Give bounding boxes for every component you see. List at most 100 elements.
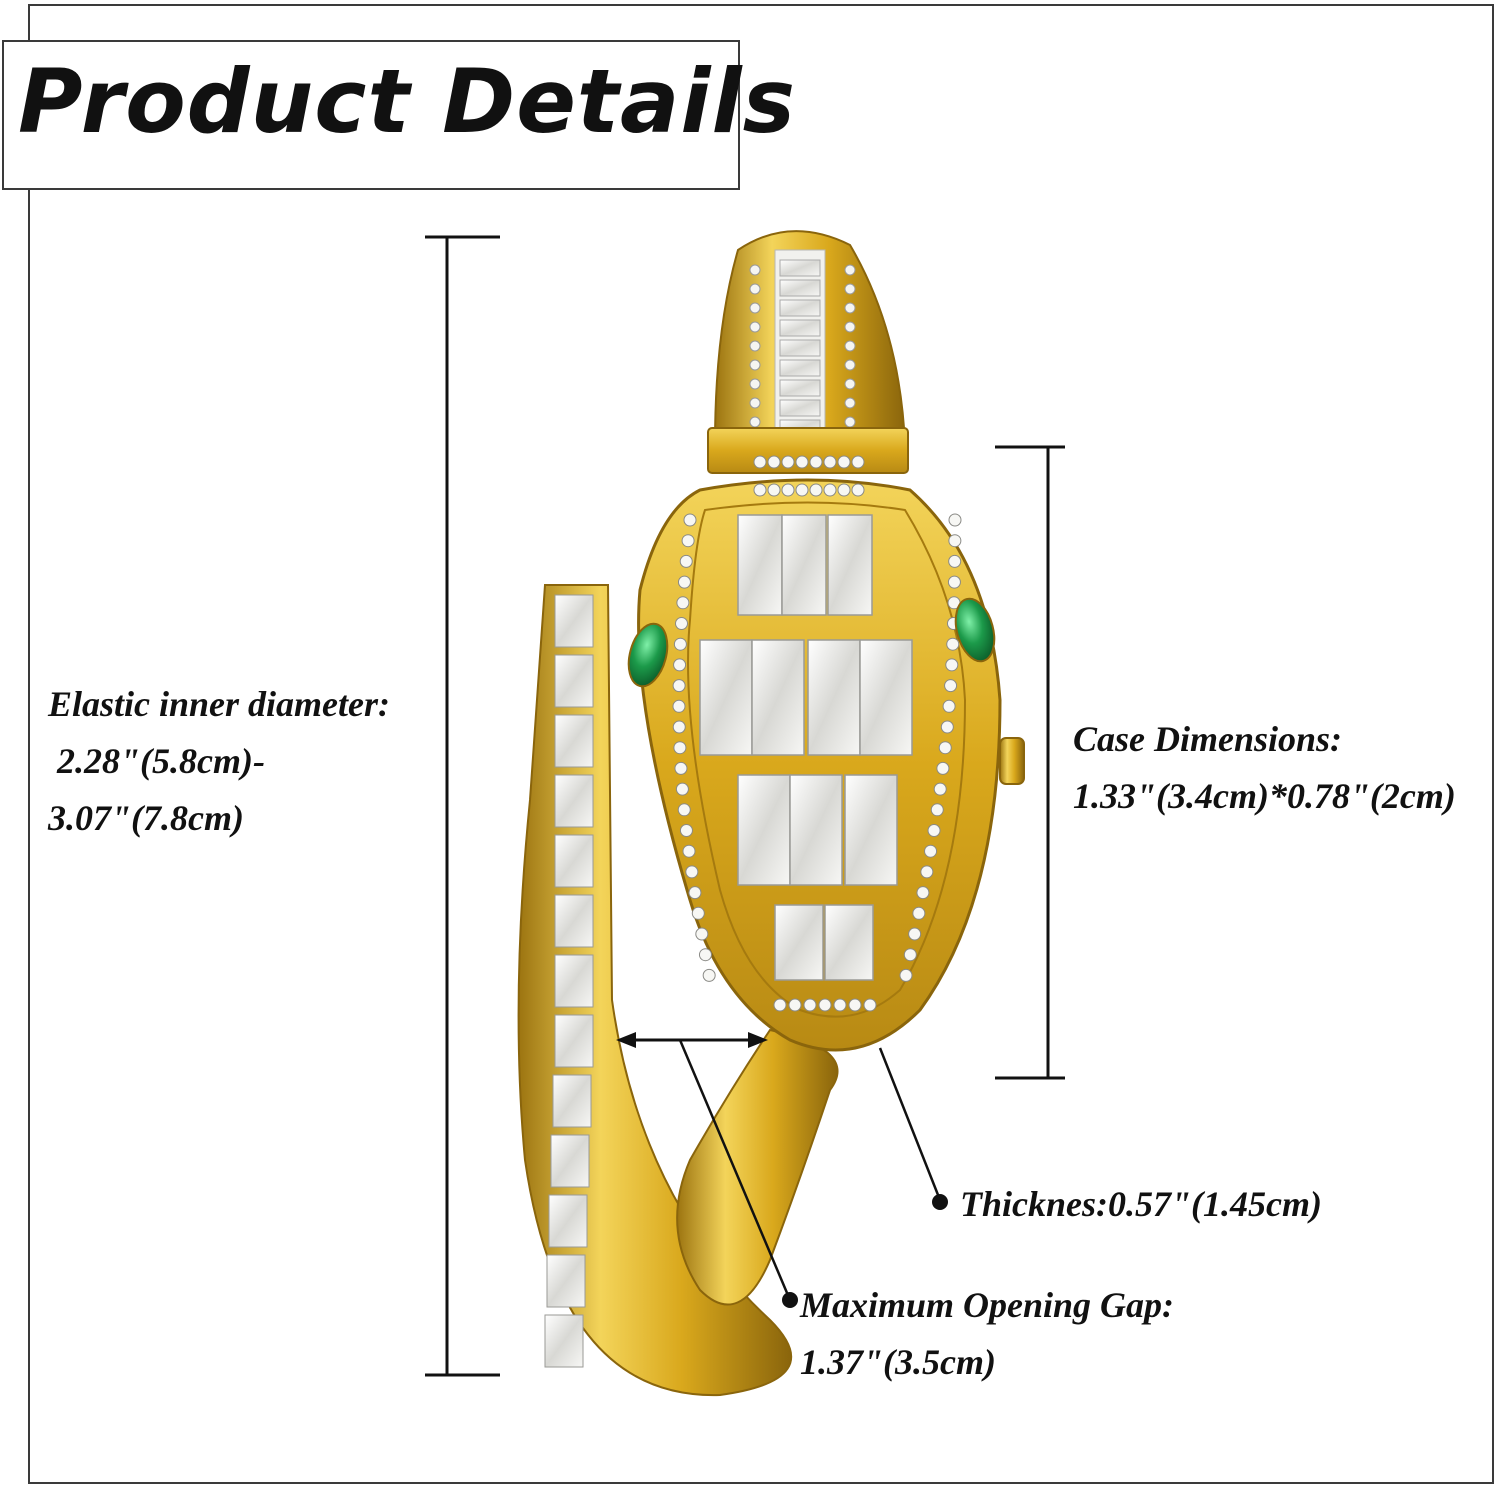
pave-crystal (672, 699, 686, 713)
snake-head (627, 455, 1025, 1052)
neck-pave (749, 378, 761, 390)
pave-crystal (674, 761, 688, 775)
neck-pave (844, 302, 856, 314)
diameter-label-line2: 2.28"(5.8cm)- (48, 741, 265, 781)
pave-crystal (691, 906, 705, 920)
pave-crystal (767, 455, 781, 469)
pave-crystal (818, 998, 832, 1012)
bangle-upper-band (707, 230, 909, 474)
pave-crystal (673, 637, 687, 651)
tail-stone (554, 594, 594, 648)
pave-crystal (795, 455, 809, 469)
pave-crystal (677, 575, 691, 589)
head-stone (859, 639, 913, 756)
thickness-label: Thicknes:0.57"(1.45cm) (960, 1184, 1322, 1224)
neck-pave (844, 397, 856, 409)
tail-stone (554, 834, 594, 888)
pave-crystal (672, 679, 686, 693)
neck-stone (779, 299, 821, 317)
neck-stone (779, 279, 821, 297)
pave-crystal (920, 865, 934, 879)
pave-crystal (803, 998, 817, 1012)
head-stone (789, 774, 843, 886)
pave-crystal (948, 513, 962, 527)
tail-stone (550, 1134, 590, 1188)
pave-crystal (753, 483, 767, 497)
neck-stone (779, 399, 821, 417)
pave-crystal (940, 720, 954, 734)
pave-crystal (933, 782, 947, 796)
neck-pave (749, 321, 761, 333)
tail-stone (554, 954, 594, 1008)
pave-crystal (837, 483, 851, 497)
pave-crystal (851, 455, 865, 469)
leader-dots (782, 1194, 948, 1308)
neck-pave (844, 416, 856, 428)
pave-crystal (947, 575, 961, 589)
pave-crystal (863, 998, 877, 1012)
head-stone (737, 514, 783, 616)
neck-stone (779, 379, 821, 397)
neck-pave (749, 340, 761, 352)
pave-crystal (946, 637, 960, 651)
head-stone (774, 904, 824, 981)
gap-measure-arrow (616, 1032, 768, 1048)
head-baguette-stones (699, 514, 913, 981)
diameter-label-line1: Elastic inner diameter: (48, 684, 390, 724)
pave-crystal (942, 699, 956, 713)
diameter-measure-line (425, 235, 500, 1377)
neck-pave (749, 264, 761, 276)
pave-crystal (912, 906, 926, 920)
leader-lines (678, 1039, 942, 1301)
pave-crystal (685, 865, 699, 879)
neck-pave (749, 359, 761, 371)
pave-crystal (673, 741, 687, 755)
pave-crystal (903, 948, 917, 962)
pave-crystal (948, 554, 962, 568)
page-title: Product Details (18, 50, 797, 153)
pave-crystal (682, 844, 696, 858)
head-stone (781, 514, 827, 616)
pave-crystal (848, 998, 862, 1012)
head-stone (827, 514, 873, 616)
outer-frame (28, 4, 1494, 1484)
neck-stone (779, 339, 821, 357)
pave-crystal (675, 782, 689, 796)
pave-crystals (672, 455, 962, 1012)
gap-label-line1: Maximum Opening Gap: (800, 1285, 1175, 1325)
neck-pave (844, 359, 856, 371)
tail-stone (552, 1074, 592, 1128)
pave-crystal (938, 741, 952, 755)
pave-crystal (809, 455, 823, 469)
pave-crystal (673, 658, 687, 672)
pave-crystal (702, 968, 716, 982)
bangle-lower-band (676, 1028, 839, 1306)
pave-crystal (679, 824, 693, 837)
case-measure-line (995, 445, 1065, 1080)
pave-crystal (695, 927, 709, 941)
neck-pave (844, 321, 856, 333)
neck-stone (779, 319, 821, 337)
pave-crystal (676, 596, 690, 610)
emerald-eye-left (627, 622, 669, 688)
pave-crystal (945, 658, 959, 672)
neck-pave (844, 340, 856, 352)
tail-stone (554, 894, 594, 948)
neck-pave (844, 264, 856, 276)
pave-crystal (675, 617, 689, 630)
tail-stone (544, 1314, 584, 1368)
pave-crystal (795, 483, 809, 497)
neck-pave (844, 378, 856, 390)
pave-crystal (823, 483, 837, 497)
head-stone (844, 774, 898, 886)
pave-crystal (916, 886, 930, 900)
tail-stone (554, 774, 594, 828)
pave-crystal (773, 998, 787, 1012)
pave-crystal (944, 679, 958, 693)
bangle-tail (517, 584, 793, 1397)
pave-crystal (688, 886, 702, 900)
neck-pave (749, 397, 761, 409)
pave-crystal (809, 483, 823, 497)
pave-crystal (781, 483, 795, 497)
